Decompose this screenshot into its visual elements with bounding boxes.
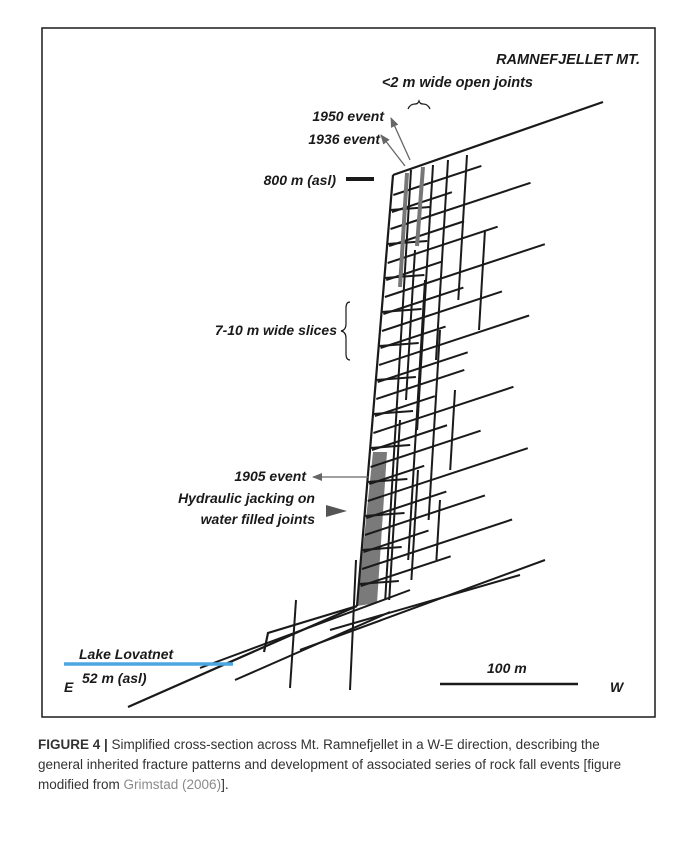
- jacking-pointer-icon: [326, 505, 347, 517]
- fracture-line: [478, 229, 486, 331]
- figure-border: [41, 27, 656, 718]
- fracture-line: [377, 351, 469, 383]
- fracture-line: [329, 574, 521, 631]
- caption-end: ].: [221, 777, 229, 792]
- caption-text: Simplified cross-section across Mt. Ramn…: [38, 737, 622, 792]
- fracture-line: [427, 329, 441, 521]
- citation-link[interactable]: Grimstad (2006): [123, 777, 222, 792]
- east-label: E: [64, 679, 74, 695]
- fracture-line: [388, 419, 401, 601]
- open-joints-label: <2 m wide open joints: [382, 75, 533, 91]
- figure-caption: FIGURE 4 | Simplified cross-section acro…: [38, 735, 648, 795]
- fracture-line: [378, 342, 419, 347]
- fracture-line: [360, 555, 451, 587]
- fracture-line: [383, 286, 464, 315]
- fracture-line: [416, 164, 434, 431]
- fracture-line: [372, 410, 414, 415]
- fracture-line: [378, 314, 530, 366]
- fracture-line: [199, 589, 411, 669]
- fracture-line: [387, 240, 428, 245]
- west-label: W: [610, 679, 625, 695]
- fracture-line: [390, 181, 531, 230]
- fracture-line: [289, 599, 297, 689]
- fracture-line: [366, 490, 447, 519]
- fracture-line: [364, 512, 405, 517]
- fracture-line: [373, 385, 514, 434]
- scale-label: 100 m: [487, 660, 527, 676]
- fracture-line: [387, 225, 498, 264]
- fracture-line: [381, 290, 503, 332]
- fracture-line: [410, 469, 419, 581]
- event-1936-label: 1936 event: [308, 131, 381, 147]
- fracture-line: [349, 559, 357, 691]
- fracture-line: [457, 154, 468, 301]
- jacking-label-line2: water filled joints: [201, 511, 316, 527]
- event-1950-label: 1950 event: [312, 108, 385, 124]
- fracture-pattern: [199, 154, 546, 691]
- fracture-line: [407, 279, 426, 561]
- fracture-line: [381, 308, 422, 313]
- arrow-1936-event: [380, 134, 406, 167]
- fracture-line: [393, 165, 482, 196]
- lake-elevation-label: 52 m (asl): [82, 670, 147, 686]
- fracture-line: [370, 429, 481, 468]
- fracture-line: [370, 444, 411, 449]
- fracture-line: [367, 478, 408, 483]
- fracture-line: [361, 546, 402, 551]
- arrow-1950-event: [390, 117, 411, 161]
- figure-number: FIGURE 4 |: [38, 737, 108, 752]
- ground-profile: [127, 100, 604, 709]
- fracture-line: [367, 447, 529, 502]
- fracture-line: [449, 389, 456, 471]
- open-joints-brace: [407, 99, 431, 110]
- fracture-line: [384, 243, 546, 298]
- lake-name-label: Lake Lovatnet: [79, 646, 174, 662]
- open-joints: [398, 166, 425, 288]
- event-1905-label: 1905 event: [234, 468, 307, 484]
- mountain-label: RAMNEFJELLET MT.: [496, 52, 640, 68]
- slices-brace: [340, 301, 351, 361]
- fracture-line: [435, 499, 441, 561]
- fracture-line: [361, 518, 513, 570]
- fracture-line: [299, 559, 546, 651]
- jacking-label-line1: Hydraulic jacking on: [178, 490, 315, 506]
- slices-label: 7-10 m wide slices: [215, 322, 337, 338]
- fracture-line: [371, 424, 448, 451]
- fracture-line: [390, 206, 431, 211]
- elevation-800-label: 800 m (asl): [264, 172, 337, 188]
- fracture-line: [375, 376, 416, 381]
- fracture-line: [375, 369, 465, 400]
- fracture-line: [364, 494, 486, 536]
- fracture-line: [358, 580, 399, 585]
- fracture-line: [384, 274, 425, 279]
